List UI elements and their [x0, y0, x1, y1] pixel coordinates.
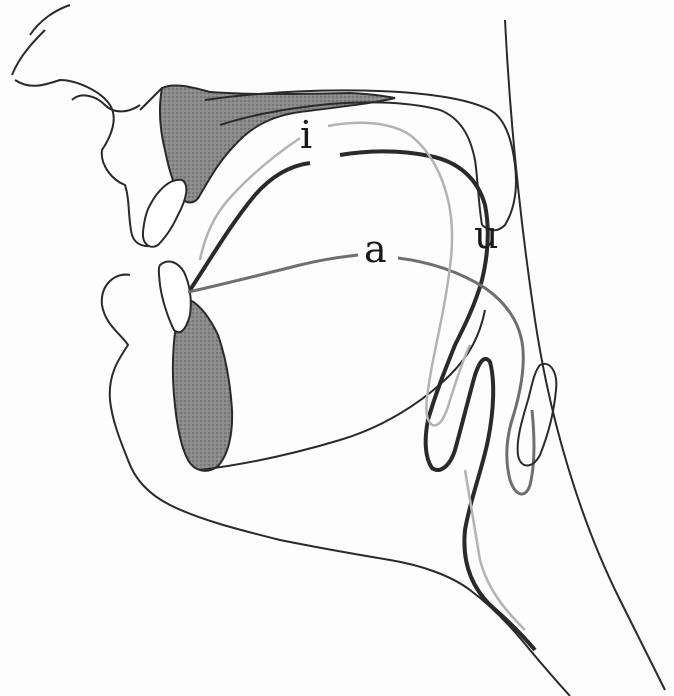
- neck-back-line: [505, 20, 665, 690]
- vowel-label-u: u: [474, 213, 498, 257]
- nose-base: [72, 95, 140, 111]
- vowel-label-i: i: [300, 113, 312, 157]
- vowel-label-a: a: [364, 227, 387, 271]
- lower-teeth: [159, 261, 191, 332]
- upper-teeth: [143, 180, 186, 247]
- jaw-floor: [200, 310, 485, 470]
- epiglottis: [518, 364, 557, 466]
